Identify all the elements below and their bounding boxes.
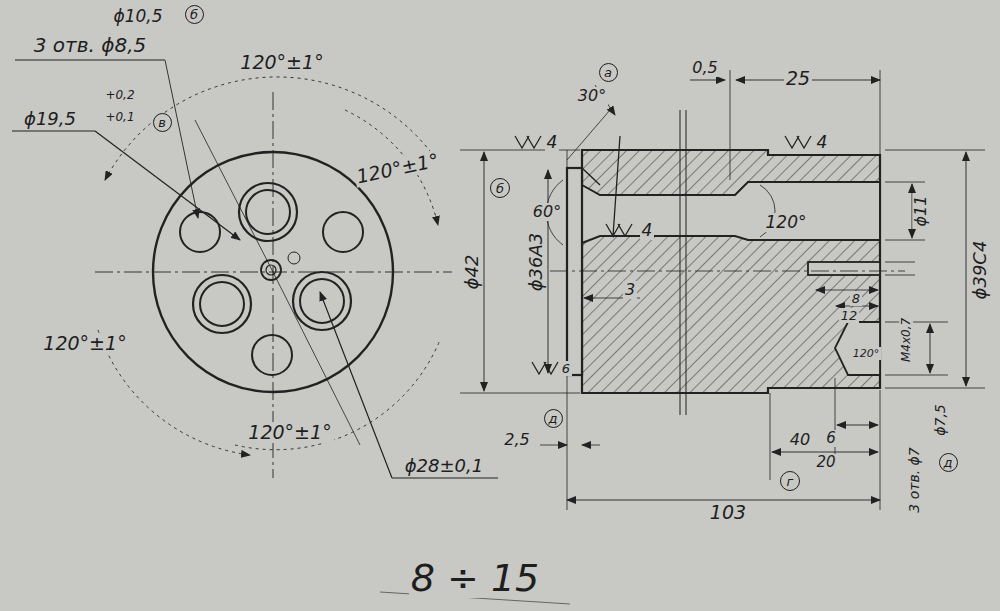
callout-letter: д — [549, 412, 558, 425]
callout-letter: б — [496, 182, 504, 195]
callout-circle: г — [780, 471, 800, 491]
dimension-text: 12 — [839, 308, 860, 323]
dimension-text: 20 — [814, 454, 837, 471]
dimension-text: ϕ7,5 — [932, 402, 948, 438]
dimension-text: 4 — [545, 133, 560, 152]
callout-circle: б — [490, 178, 510, 198]
callout-letter: в — [158, 116, 166, 129]
callout-letter: г — [787, 475, 794, 488]
dimension-text: 3 отв. ϕ8,5 — [32, 34, 148, 56]
callout-letter: д — [944, 456, 953, 469]
dimension-text: 60° — [531, 203, 563, 221]
dimension-text: 120°±1° — [353, 149, 443, 188]
dimension-text: 0,5 — [690, 59, 719, 77]
dimension-text: 25 — [784, 68, 812, 89]
dimension-text: 3 отв. ϕ7 — [906, 445, 922, 514]
dimension-text: 120°±1° — [238, 52, 325, 73]
dimension-text: ϕ10,5 — [111, 7, 164, 26]
dimension-text: 6 — [824, 430, 838, 447]
dimension-text: 4 — [815, 133, 830, 152]
dimension-text: ϕ19,5 — [22, 109, 78, 129]
callout-circle: д — [544, 409, 563, 428]
dimension-text: 3 — [623, 281, 637, 299]
dimension-text: 120°±1° — [41, 333, 128, 354]
dimension-text: 120° — [851, 347, 882, 360]
dimension-text: ϕ28±0,1 — [403, 456, 486, 476]
callout-circle: а — [599, 63, 618, 82]
dimension-text: 8 — [850, 291, 862, 306]
dimension-text: 120°±1° — [246, 422, 333, 443]
dimension-text: +0,2 — [103, 88, 136, 102]
dimension-text: 40 — [788, 431, 812, 449]
dimension-text: ϕ36А3 — [526, 231, 546, 294]
dimension-text: 6 — [560, 361, 572, 376]
callout-circle: б — [185, 5, 204, 24]
callout-letter: а — [604, 66, 612, 79]
dimension-text: 4 — [640, 221, 655, 240]
dimension-text: ϕ39С4 — [970, 239, 990, 302]
dimension-text: ϕ42 — [462, 253, 482, 292]
callout-circle: д — [939, 453, 958, 472]
dimension-text: М4х0,7 — [899, 316, 913, 364]
dimension-text: +0,1 — [103, 110, 136, 124]
dimension-text: 2,5 — [502, 431, 531, 449]
callout-circle: в — [153, 113, 172, 132]
dimension-text: 103 — [708, 502, 748, 523]
dimension-text: 8 ÷ 15 — [409, 558, 542, 598]
dimension-text: 30° — [576, 87, 608, 105]
dimension-text: ϕ11 — [912, 194, 930, 229]
dimension-text: 120° — [764, 213, 809, 232]
callout-letter: б — [190, 8, 198, 21]
